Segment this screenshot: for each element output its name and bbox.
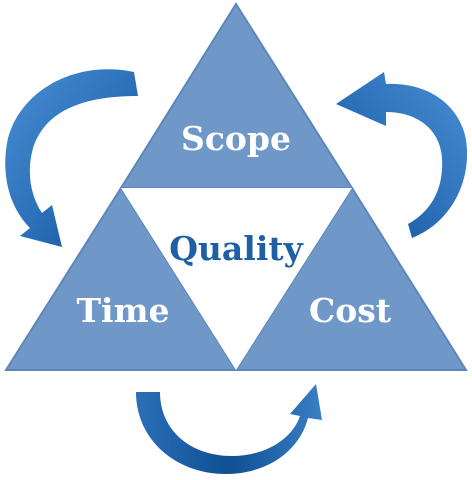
curved-arrow-icon (336, 72, 468, 238)
label-cost: Cost (309, 291, 392, 330)
curved-arrow-icon (5, 69, 138, 247)
curved-arrow-icon (136, 384, 322, 474)
label-quality: Quality (169, 229, 303, 268)
label-time: Time (76, 291, 169, 330)
label-scope: Scope (181, 119, 291, 158)
triangle-top (119, 2, 354, 189)
triangle-center (121, 188, 352, 370)
